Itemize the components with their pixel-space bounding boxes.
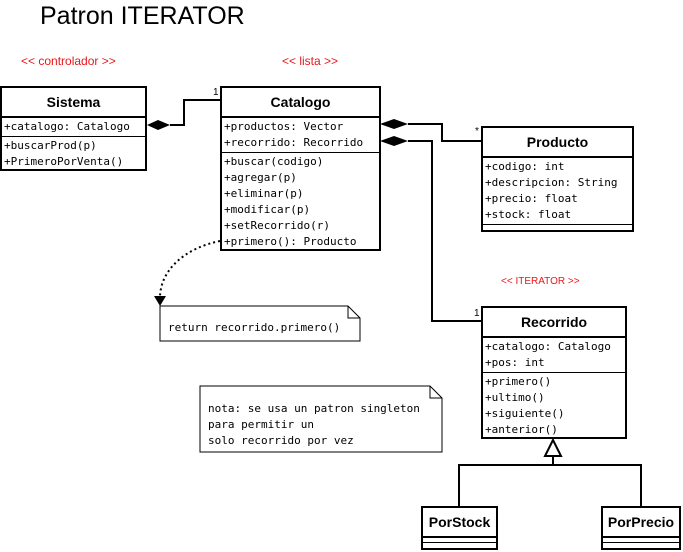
methods-section — [483, 225, 632, 233]
class-recorrido[interactable]: Recorrido +catalogo: Catalogo +pos: int … — [481, 306, 627, 439]
note-primero-box — [159, 305, 361, 342]
generalization-line-porstock — [458, 464, 553, 506]
attribute: +descripcion: String — [485, 176, 618, 189]
sistema-composition-diamond-icon — [147, 120, 170, 130]
attribute: +pos: int — [485, 356, 545, 369]
attribute: +catalogo: Catalogo — [4, 120, 130, 133]
method: +agregar(p) — [224, 171, 297, 184]
attribute: +codigo: int — [485, 160, 565, 173]
stereotype-iterator: << ITERATOR >> — [501, 276, 580, 287]
method: +primero(): Producto — [224, 235, 357, 248]
multiplicity-catalogo-recorrido: 1 — [474, 308, 480, 319]
methods-section — [603, 543, 679, 548]
method: +siguiente() — [485, 407, 565, 420]
class-name: Catalogo — [222, 88, 379, 118]
note-singleton-box — [199, 385, 443, 453]
class-name: PorStock — [423, 508, 496, 538]
methods-section: +buscarProd(p) +PrimeroPorVenta() — [2, 137, 145, 171]
catalogo-producto-association — [408, 123, 481, 142]
attribute: +productos: Vector — [224, 120, 344, 133]
catalogo-composition-diamond-icon — [380, 119, 408, 129]
class-sistema[interactable]: Sistema +catalogo: Catalogo +buscarProd(… — [0, 86, 147, 171]
note-link-dotted — [159, 240, 221, 299]
methods-section: +buscar(codigo) +agregar(p) +eliminar(p)… — [222, 153, 379, 251]
methods-section: +primero() +ultimo() +siguiente() +anter… — [483, 373, 625, 439]
method: +eliminar(p) — [224, 187, 304, 200]
method: +buscarProd(p) — [4, 139, 97, 152]
recorrido-composition-diamond-icon — [380, 136, 408, 146]
attributes-section — [603, 538, 679, 543]
catalogo-recorrido-association — [408, 140, 481, 322]
method: +PrimeroPorVenta() — [4, 155, 124, 168]
attributes-section: +catalogo: Catalogo +pos: int — [483, 338, 625, 373]
note-line: para permitir un — [208, 418, 314, 431]
diagram-title: Patron ITERATOR — [40, 2, 245, 30]
note-arrowhead-icon — [154, 296, 166, 306]
class-producto[interactable]: Producto +codigo: int +descripcion: Stri… — [481, 126, 634, 232]
class-catalogo[interactable]: Catalogo +productos: Vector +recorrido: … — [220, 86, 381, 251]
class-name: Producto — [483, 128, 632, 158]
attribute: +recorrido: Recorrido — [224, 136, 364, 149]
class-name: PorPrecio — [603, 508, 679, 538]
class-name: Sistema — [2, 88, 145, 118]
sistema-catalogo-association — [170, 99, 220, 126]
method: +ultimo() — [485, 391, 545, 404]
attributes-section — [423, 538, 496, 543]
note-singleton-text: nota: se usa un patron singleton para pe… — [208, 401, 420, 449]
method: +modificar(p) — [224, 203, 311, 216]
attribute: +catalogo: Catalogo — [485, 340, 611, 353]
note-line: nota: se usa un patron singleton — [208, 402, 420, 415]
attribute: +precio: float — [485, 192, 578, 205]
class-porprecio[interactable]: PorPrecio — [601, 506, 681, 550]
note-line: solo recorrido por vez — [208, 434, 354, 447]
attribute: +stock: float — [485, 208, 572, 221]
methods-section — [423, 543, 496, 548]
attributes-section: +productos: Vector +recorrido: Recorrido — [222, 118, 379, 153]
multiplicity-catalogo-producto: * — [475, 126, 479, 137]
stereotype-lista: << lista >> — [282, 54, 339, 68]
note-singleton-fold-icon — [429, 386, 442, 399]
method: +anterior() — [485, 423, 558, 436]
generalization-triangle-icon — [543, 437, 563, 457]
attributes-section: +codigo: int +descripcion: String +preci… — [483, 158, 632, 225]
method: +primero() — [485, 375, 552, 388]
note-primero-text: return recorrido.primero() — [168, 321, 341, 334]
class-name: Recorrido — [483, 308, 625, 338]
attributes-section: +catalogo: Catalogo — [2, 118, 145, 137]
generalization-line-porprecio — [553, 464, 642, 506]
method: +setRecorrido(r) — [224, 219, 330, 232]
method: +buscar(codigo) — [224, 155, 324, 168]
stereotype-controlador: << controlador >> — [21, 54, 116, 68]
class-porstock[interactable]: PorStock — [421, 506, 498, 550]
multiplicity-sistema-catalogo: 1 — [213, 87, 219, 98]
note-primero-fold-icon — [347, 306, 360, 319]
